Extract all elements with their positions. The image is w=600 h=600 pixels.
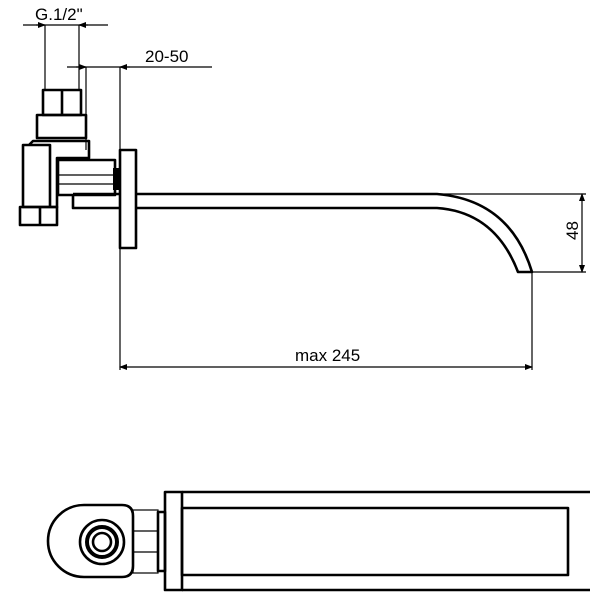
top-view: [46, 490, 590, 592]
valve-body-top: [46, 503, 135, 579]
connector: [56, 158, 117, 197]
outlet-ring: [78, 518, 126, 566]
dim-projection-label: max 245: [295, 346, 360, 365]
nut-collar: [35, 113, 88, 140]
side-view: G.1/2" 20-50 max 245 48: [18, 5, 586, 370]
valve-body: [21, 139, 91, 209]
seal: [113, 168, 119, 190]
spout: [71, 192, 534, 274]
dim-thread-label: G.1/2": [35, 5, 83, 24]
wall-flange-top: [163, 490, 184, 592]
dim-height-label: 48: [563, 221, 582, 240]
connector-top: [132, 509, 159, 574]
valve-foot: [18, 205, 59, 227]
wall-flange: [118, 148, 138, 250]
dim-wall-range-label: 20-50: [145, 47, 188, 66]
spout-top: [180, 506, 570, 577]
